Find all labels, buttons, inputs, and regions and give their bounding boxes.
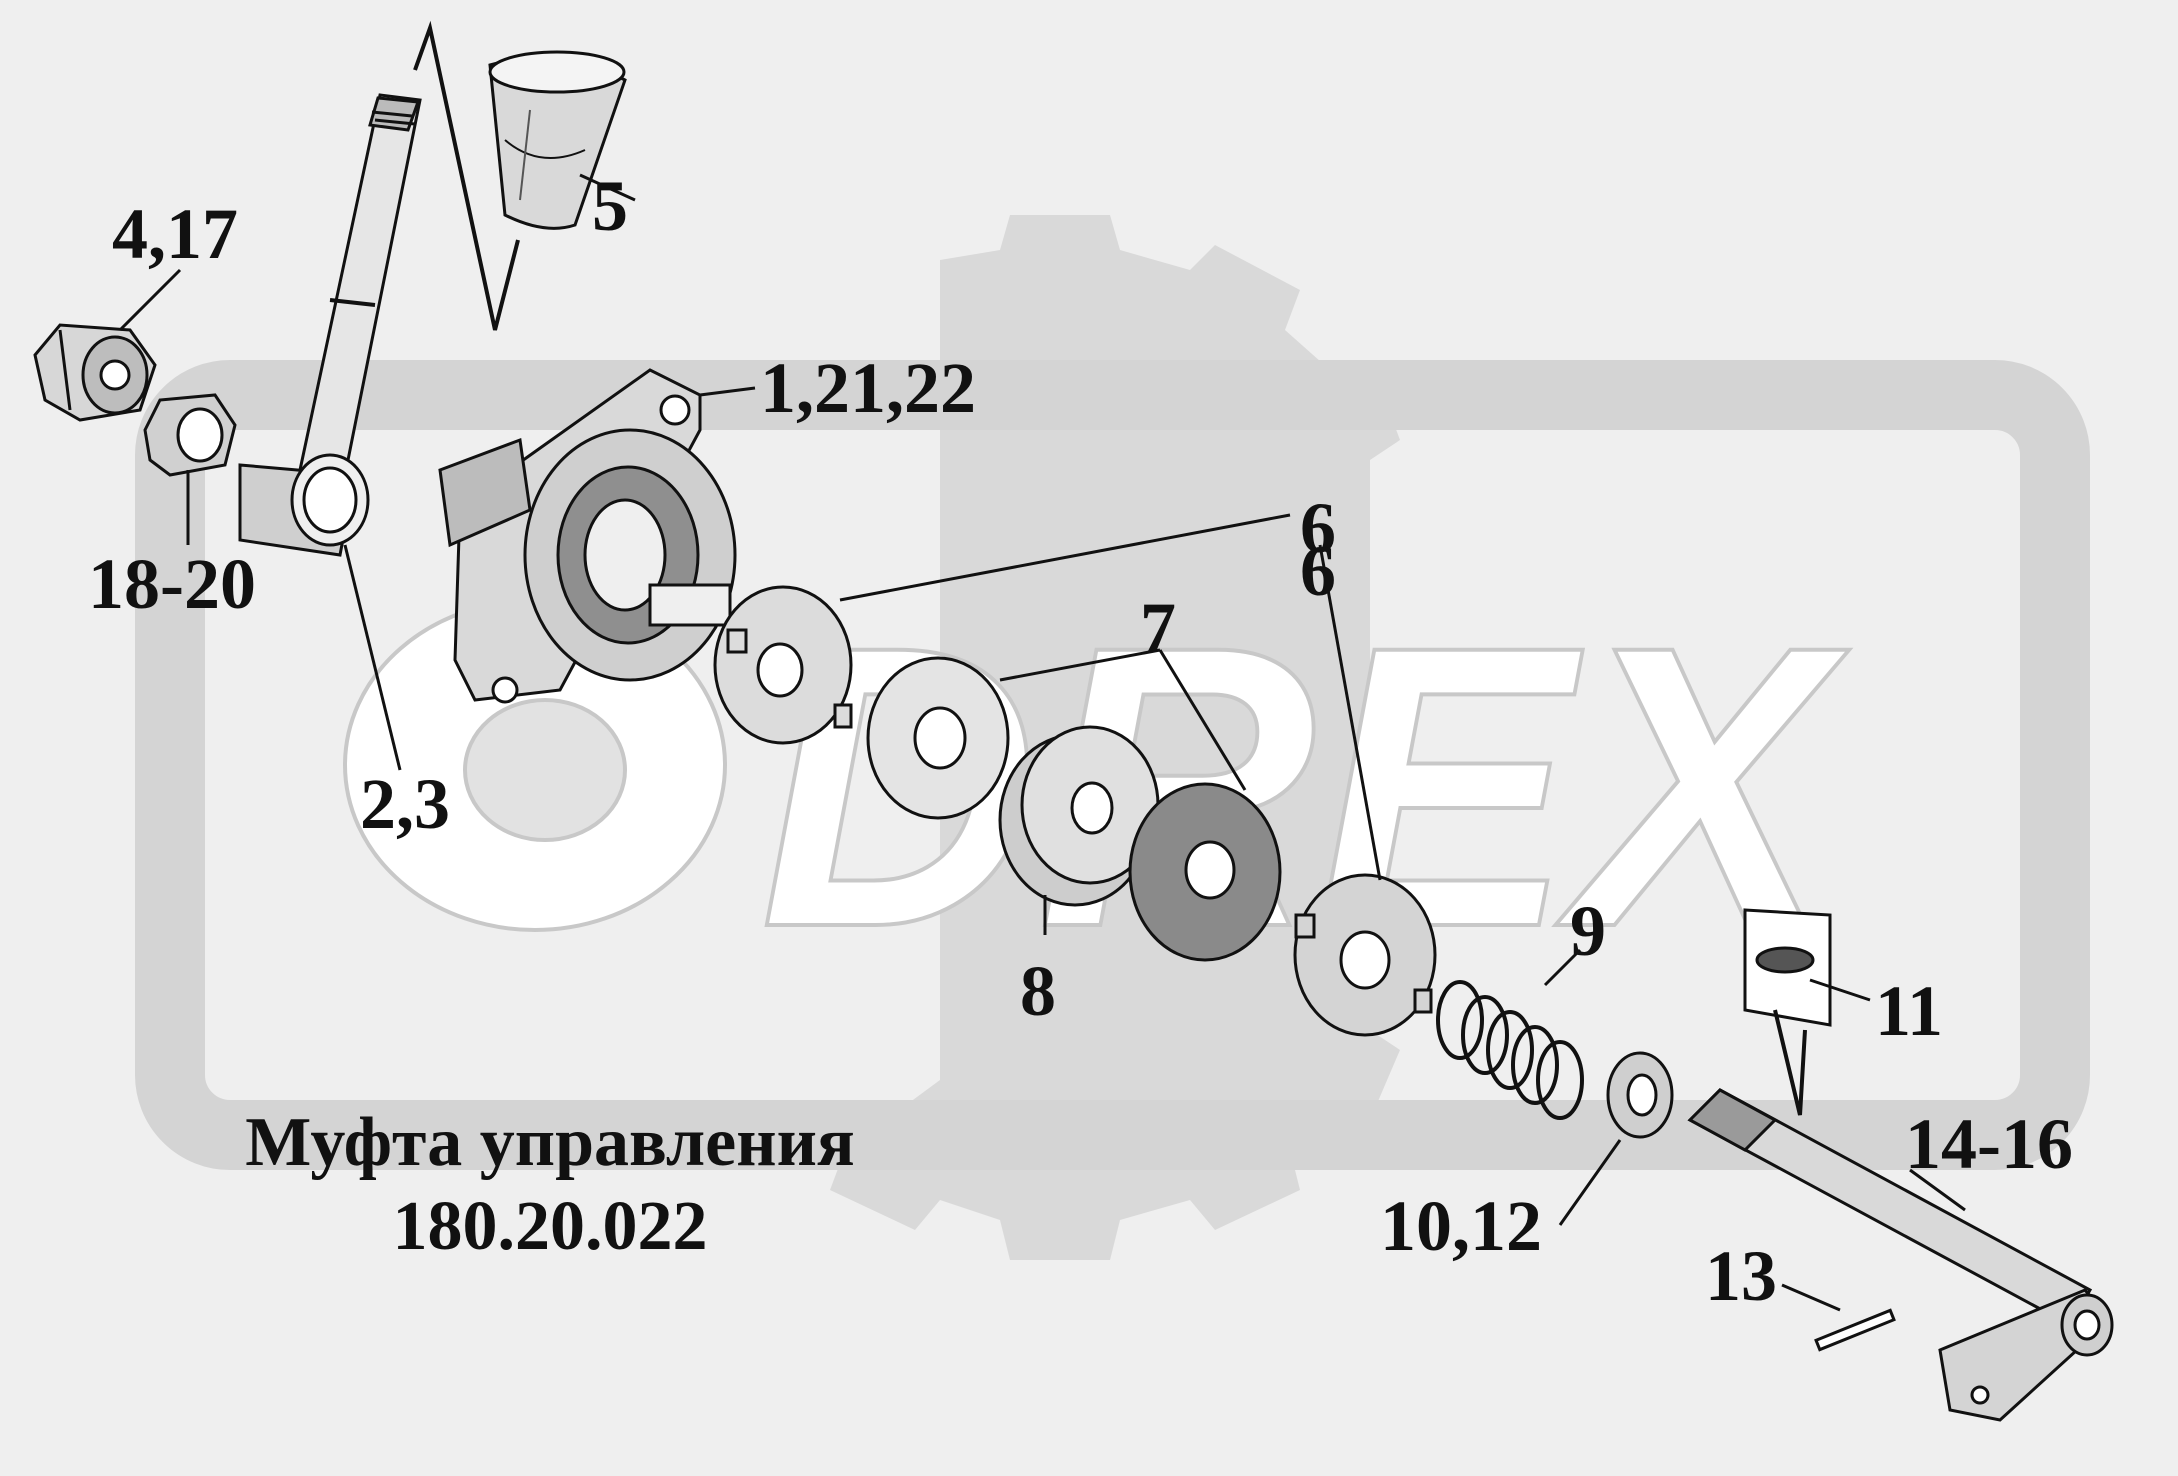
callout-2-3: 2,3 xyxy=(360,764,450,844)
watermark-d-hole xyxy=(463,698,627,842)
hex-nut xyxy=(143,393,237,477)
callout-7: 7 xyxy=(1140,588,1176,668)
spring xyxy=(1436,980,1584,1120)
flange-housing xyxy=(438,368,737,704)
friction-washer-right xyxy=(1128,782,1282,962)
tab-washer-upper xyxy=(713,585,853,745)
callout-13: 13 xyxy=(1705,1236,1777,1316)
break-line xyxy=(413,20,520,331)
crank-shaft xyxy=(1687,1088,2114,1422)
cap-nut xyxy=(33,323,157,422)
callout-6-lower: 6 xyxy=(1300,531,1336,611)
callout-1-21-22: 1,21,22 xyxy=(760,348,976,428)
diagram-title: Муфта управления xyxy=(245,1104,855,1181)
key-detail xyxy=(1743,908,1832,1116)
callout-4-17: 4,17 xyxy=(112,194,238,274)
watermark-frame xyxy=(135,360,2090,1170)
callout-18-20: 18-20 xyxy=(88,544,256,624)
callout-14-16: 14-16 xyxy=(1905,1104,2073,1184)
callout-8: 8 xyxy=(1020,951,1056,1031)
callout-6-upper: 6 xyxy=(1300,488,1336,568)
callout-11: 11 xyxy=(1875,971,1944,1051)
cone-knob xyxy=(488,50,627,230)
pin xyxy=(1814,1308,1896,1352)
callout-5: 5 xyxy=(592,166,628,246)
callout-9: 9 xyxy=(1570,891,1606,971)
diagram-part-number: 180.20.022 xyxy=(392,1188,708,1265)
lever-rod xyxy=(238,93,422,557)
watermark-logo: DREX xyxy=(135,215,2090,1260)
small-washer xyxy=(1606,1051,1674,1139)
friction-washer-left xyxy=(866,656,1010,820)
friction-disc xyxy=(998,725,1160,907)
leader-lines xyxy=(118,173,1966,1312)
tab-washer-lower xyxy=(1293,873,1437,1037)
callout-10-12: 10,12 xyxy=(1380,1186,1542,1266)
